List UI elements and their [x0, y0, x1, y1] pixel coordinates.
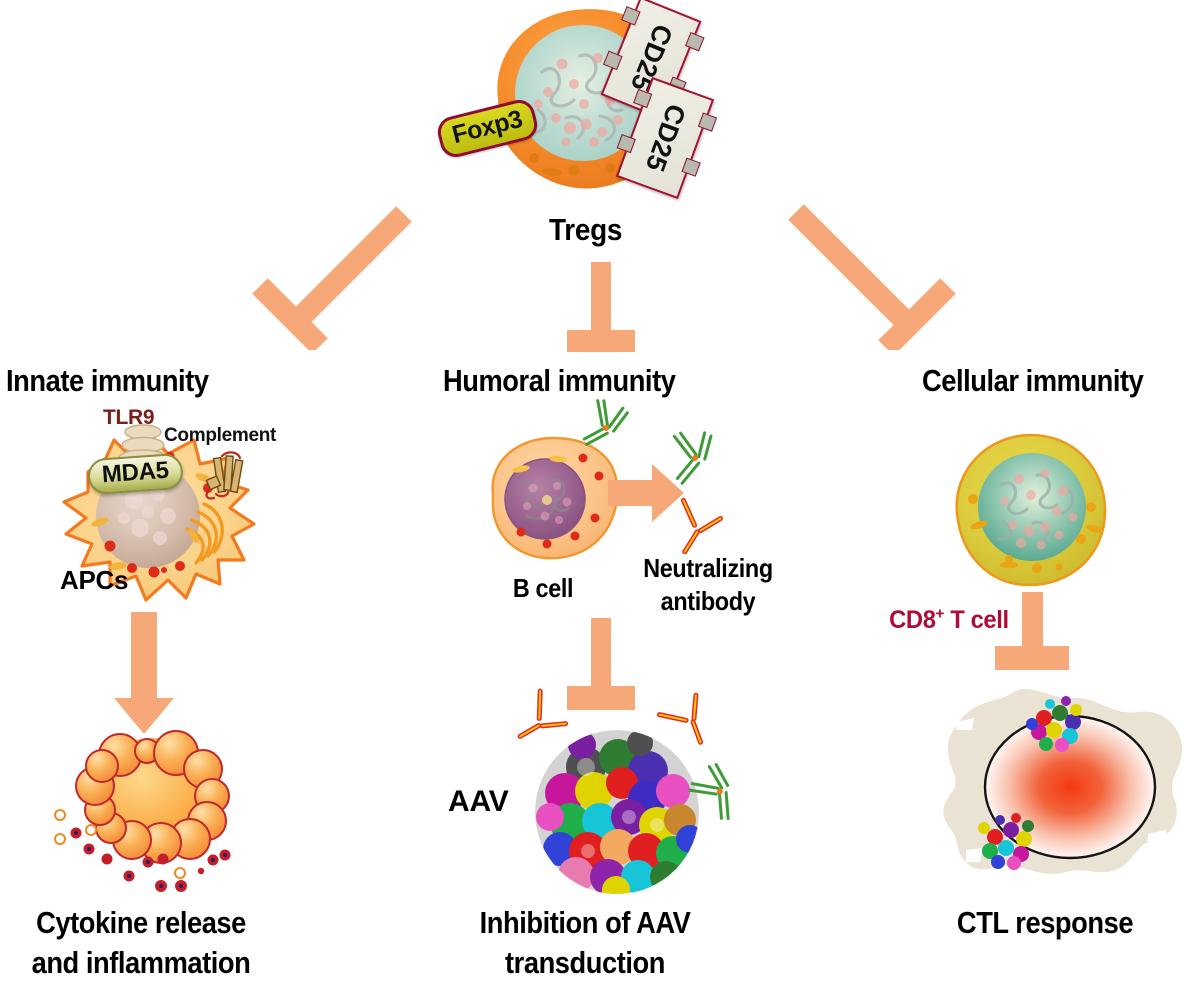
tlr9-label: TLR9	[103, 406, 155, 429]
apcs-label: APCs	[60, 565, 129, 595]
antibody-striped-svg	[680, 497, 723, 555]
complement-label: Complement	[164, 425, 277, 446]
aav-bound-antibody-green	[680, 752, 758, 830]
neutralizing-antibody-green	[658, 421, 732, 496]
bcr-antibody-svg	[582, 398, 629, 446]
inhibition-arrow-ctl	[990, 592, 1074, 682]
cytokine-release-cluster	[22, 722, 302, 902]
heading-humoral-immunity: Humoral immunity	[443, 363, 676, 398]
aav-bound-antibody-right	[648, 678, 730, 760]
b-cell-svg	[491, 436, 619, 560]
inhibition-arrow-humoral	[560, 262, 640, 354]
inhibition-arrow-aav-svg	[567, 618, 635, 710]
mda5-badge: MDA5	[86, 452, 184, 496]
aav-capsid-icon	[530, 725, 705, 900]
activation-arrow-cytokine-svg	[114, 612, 174, 734]
inhibition-arrow-innate-svg	[252, 206, 412, 354]
outcome-innate: Cytokine release and inflammation	[13, 903, 268, 982]
b-cell-label: B cell	[512, 573, 574, 603]
heading-cellular-immunity: Cellular immunity	[922, 363, 1144, 398]
cd8-t-cell-group	[945, 425, 1115, 595]
inhibition-arrow-cellular-svg	[788, 204, 956, 356]
cytokine-cluster-svg	[54, 730, 231, 892]
neutralizing-antibody-label: Neutralizing antibody	[618, 552, 798, 617]
neutralizing-antibody-striped	[662, 492, 733, 563]
heading-innate-immunity: Innate immunity	[6, 363, 209, 398]
outcome-cellular-line1: CTL response	[956, 905, 1134, 940]
ctl-aav-particle-bottom	[978, 813, 1034, 870]
aav-antibody-right-svg	[656, 692, 704, 745]
inhibition-arrow-cellular	[780, 200, 960, 356]
ctl-aav-particle-top	[1026, 696, 1082, 752]
complement-icon-svg	[205, 451, 244, 500]
cd8-t-cell-label: CD8+ T cell	[889, 606, 1009, 635]
antibody-green-svg	[672, 431, 713, 485]
complement-icon	[198, 448, 254, 504]
activation-arrow-antibody	[608, 462, 686, 524]
b-cell-group	[483, 432, 628, 567]
mda5-label: MDA5	[86, 452, 184, 496]
inhibition-arrow-ctl-svg	[995, 592, 1069, 670]
aav-label: AAV	[448, 785, 509, 818]
neutralizing-antibody-line1: Neutralizing	[643, 553, 773, 583]
outcome-innate-line2: and inflammation	[31, 944, 251, 980]
tregs-caption: Tregs	[549, 212, 623, 247]
outcome-innate-line1: Cytokine release	[36, 905, 246, 940]
inhibition-arrow-humoral-svg	[567, 262, 635, 352]
inhibition-arrow-innate	[248, 200, 428, 354]
activation-arrow-antibody-svg	[608, 464, 684, 522]
cd8-label-text: CD8+ T cell	[889, 606, 1009, 635]
outcome-cellular: CTL response	[917, 903, 1172, 943]
aav-antibody-left-svg	[517, 688, 569, 739]
ctl-target-cell-svg	[943, 688, 1183, 874]
outcome-humoral-line1: Inhibition of AAV	[479, 905, 691, 940]
activation-arrow-cytokine	[108, 612, 180, 736]
apc-cell-group	[48, 420, 278, 620]
aav-bound-antibody-left	[500, 680, 581, 761]
cd8-t-cell-svg	[955, 433, 1107, 587]
bcr-antibody-icon	[576, 397, 635, 460]
ctl-target-cell	[890, 682, 1200, 897]
aav-capsid-svg	[535, 730, 699, 894]
outcome-humoral-line2: transduction	[505, 944, 665, 980]
apc-cell-svg	[62, 434, 256, 602]
inhibition-arrow-aav	[560, 618, 640, 712]
neutralizing-antibody-line2: antibody	[660, 585, 756, 616]
aav-antibody-green-svg	[688, 763, 730, 821]
outcome-humoral: Inhibition of AAV transduction	[457, 903, 712, 982]
